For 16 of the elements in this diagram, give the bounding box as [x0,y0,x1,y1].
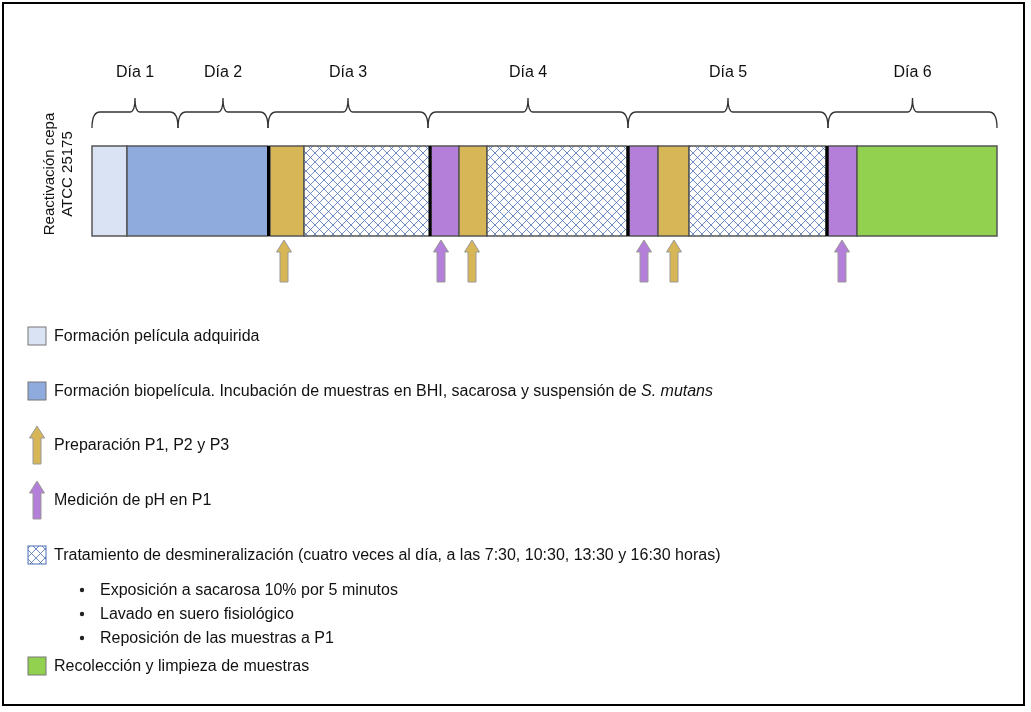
bullet-text: Exposición a sacarosa 10% por 5 minutos [100,580,398,600]
legend-text: Tratamiento de desmineralización (cuatro veces al día, a las 7:30, 10:30, 13:30 y 16:30 horas) [54,545,721,565]
day-label: Día 3 [328,62,368,82]
bullet-text: Reposición de las muestras a P1 [100,628,334,648]
legend-text: Medición de pH en P1 [54,490,212,510]
day-label: Día 2 [203,62,243,82]
day-label: Día 4 [508,62,548,82]
legend-text: Recolección y limpieza de muestras [54,656,310,676]
legend-text: Formación película adquirida [54,326,260,346]
day-label: Día 1 [115,62,155,82]
day-label: Día 5 [708,62,748,82]
legend-text: Formación biopelícula. Incubación de muestras en BHI, sacarosa y suspensión de S. mutans [54,381,713,401]
day-label: Día 6 [893,62,932,82]
legend-text: Preparación P1, P2 y P3 [54,435,230,455]
bullet-text: Lavado en suero fisiológico [100,604,294,624]
vertical-label: Reactivación cepa ATCC 25175 [40,111,76,238]
